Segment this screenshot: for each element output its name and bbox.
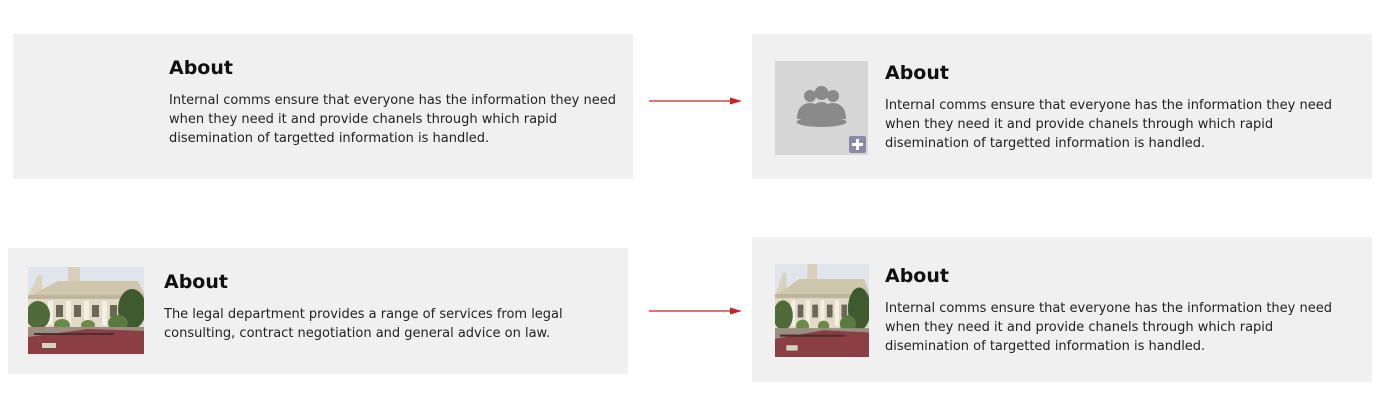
- card-title: About: [169, 57, 233, 79]
- about-card-photo: About The legal department provides a ra…: [8, 248, 628, 374]
- group-icon: [796, 86, 847, 127]
- about-card-placeholder: About Internal comms ensure that everyon…: [752, 34, 1372, 179]
- card-title: About: [885, 62, 949, 84]
- add-icon: [849, 136, 866, 153]
- about-card-photo: About Internal comms ensure that everyon…: [752, 237, 1372, 382]
- card-body: Internal comms ensure that everyone has …: [169, 93, 616, 146]
- right-arrow-icon: [649, 97, 742, 105]
- building-photo: [775, 264, 869, 357]
- transition-arrow: [648, 305, 744, 317]
- about-card-empty: About Internal comms ensure that everyon…: [13, 34, 633, 179]
- building-photo: [28, 267, 144, 354]
- right-arrow-icon: [649, 307, 742, 315]
- card-title: About: [885, 265, 949, 287]
- add-image-placeholder[interactable]: [775, 61, 868, 155]
- card-body: The legal department provides a range of…: [164, 307, 563, 341]
- card-title: About: [164, 271, 228, 293]
- card-body: Internal comms ensure that everyone has …: [885, 301, 1332, 354]
- transition-arrow: [648, 95, 744, 107]
- card-body: Internal comms ensure that everyone has …: [885, 98, 1332, 151]
